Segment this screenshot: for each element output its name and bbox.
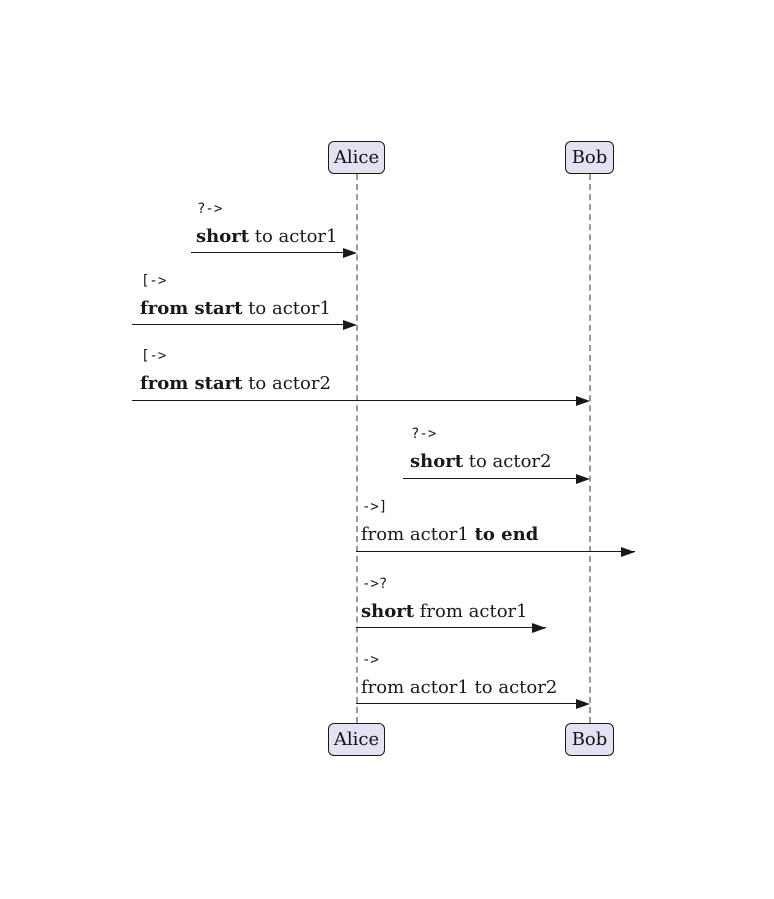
message-code: ?-> <box>197 201 223 217</box>
actor-alice-label: Alice <box>333 729 380 750</box>
message-code: ?-> <box>411 426 437 442</box>
message-arrow-line <box>132 400 586 401</box>
message-label-post: to actor2 <box>463 451 552 472</box>
message-code: [-> <box>141 273 167 289</box>
lifeline-bob <box>589 174 591 723</box>
message-label: short to actor2 <box>410 451 551 473</box>
message-label-bold: short <box>410 451 464 472</box>
message-arrow-line <box>356 703 586 704</box>
message-arrow-line <box>403 478 586 479</box>
message-label-post: to actor1 <box>249 226 338 247</box>
message-label-bold: to end <box>474 524 539 545</box>
message-arrowhead <box>576 396 590 406</box>
actor-bob-label: Bob <box>571 729 608 750</box>
message-code: ->? <box>362 576 388 592</box>
message-label-bold: short <box>361 601 415 622</box>
actor-bob-label: Bob <box>571 147 608 168</box>
message-label-bold: from start <box>140 373 243 394</box>
message-label-bold: short <box>196 226 250 247</box>
message-label-bold: from start <box>140 298 243 319</box>
lifeline-alice <box>356 174 358 723</box>
message-label: from actor1 to end <box>361 524 538 546</box>
message-label-post: to actor2 <box>242 373 331 394</box>
message-code: [-> <box>141 348 167 364</box>
actor-bob-top: Bob <box>565 141 614 174</box>
message-arrow-line <box>356 551 635 552</box>
message-arrowhead <box>343 248 357 258</box>
message-arrowhead <box>343 320 357 330</box>
message-arrow-line <box>356 627 546 628</box>
message-arrowhead <box>576 699 590 709</box>
message-label-post: from actor1 <box>414 601 528 622</box>
message-code: -> <box>362 652 379 668</box>
actor-alice-label: Alice <box>333 147 380 168</box>
message-arrow-line <box>132 324 353 325</box>
message-arrow-line <box>191 252 353 253</box>
actor-alice-bottom: Alice <box>328 723 385 756</box>
message-code: ->] <box>362 499 388 515</box>
message-label: from start to actor2 <box>140 373 331 395</box>
actor-bob-bottom: Bob <box>565 723 614 756</box>
message-arrowhead <box>576 474 590 484</box>
message-label-post: to actor1 <box>242 298 331 319</box>
message-arrowhead <box>621 547 635 557</box>
message-label: from actor1 to actor2 <box>361 677 557 699</box>
message-arrowhead <box>532 623 546 633</box>
message-label-pre: from actor1 <box>361 524 475 545</box>
message-label: from start to actor1 <box>140 298 331 320</box>
actor-alice-top: Alice <box>328 141 385 174</box>
message-label-pre: from actor1 to actor2 <box>361 677 558 698</box>
message-label: short to actor1 <box>196 226 337 248</box>
message-label: short from actor1 <box>361 601 528 623</box>
